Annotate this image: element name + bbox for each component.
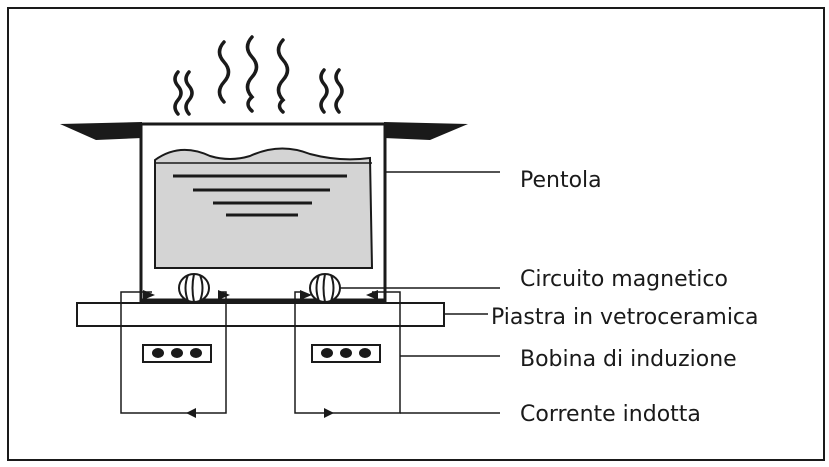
label-pot: Pentola bbox=[520, 168, 602, 193]
liquid-lines bbox=[173, 174, 347, 217]
diagram-frame bbox=[7, 7, 825, 461]
pot-handle-right bbox=[384, 122, 468, 140]
leader-lines bbox=[340, 171, 500, 414]
coil-dots-right bbox=[321, 348, 371, 358]
pot-handle-left bbox=[60, 122, 142, 140]
label-induced-current: Corrente indotta bbox=[520, 402, 701, 427]
coil-icon bbox=[178, 273, 341, 303]
steam-icon bbox=[173, 35, 344, 116]
label-magnetic-circuit: Circuito magnetico bbox=[520, 267, 728, 292]
pot-liquid bbox=[154, 147, 374, 269]
label-ceramic-plate: Piastra in vetroceramica bbox=[491, 305, 759, 330]
current-arrow-icon bbox=[186, 408, 334, 418]
induction-coil-right bbox=[294, 291, 401, 414]
plate-icon bbox=[76, 302, 445, 327]
induction-coil-left bbox=[120, 291, 227, 414]
label-induction-coil: Bobina di induzione bbox=[520, 347, 737, 372]
coil-dots-left bbox=[152, 348, 202, 358]
